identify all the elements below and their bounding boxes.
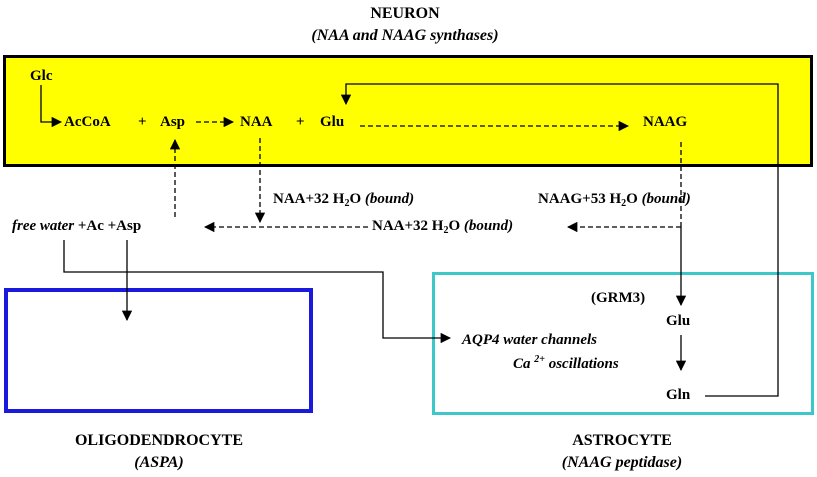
neuron-box <box>3 55 813 167</box>
free-water-label: free water +Ac +Asp <box>12 218 142 234</box>
plus-sign-1: + <box>138 114 147 130</box>
glu-neuron-label: Glu <box>320 114 345 130</box>
glu-astro-label: Glu <box>666 313 691 329</box>
arrow-gln-to-glu <box>340 83 779 397</box>
neuron-title: NEURON <box>370 5 440 22</box>
neuron-subtitle: (NAA and NAAG synthases) <box>311 27 499 44</box>
arrow-water-to-aqp4 <box>63 240 452 344</box>
accoa-label: AcCoA <box>64 114 111 130</box>
oligodendrocyte-subtitle: (ASPA) <box>134 454 184 471</box>
plus-sign-2: + <box>296 114 305 130</box>
naa-bound-label-1: NAA+32 H2O (bound) <box>273 191 415 209</box>
asp-neuron-label: Asp <box>160 114 186 130</box>
astrocyte-title: ASTROCYTE <box>572 432 672 449</box>
naa-label: NAA <box>240 114 273 130</box>
oligodendrocyte-title: OLIGODENDROCYTE <box>74 432 244 449</box>
grm3-label: (GRM3) <box>591 290 646 306</box>
gln-label: Gln <box>666 387 691 403</box>
naag-bound-label: NAAG+53 H2O (bound) <box>538 191 691 209</box>
oligodendrocyte-box <box>4 288 313 413</box>
aqp4-label: AQP4 water channels <box>462 332 598 348</box>
astrocyte-subtitle: (NAAG peptidase) <box>561 454 683 471</box>
ca-oscillations-label: Ca 2+ oscillations <box>513 354 619 372</box>
astrocyte-box <box>432 272 814 415</box>
naa-bound-label-2: NAA+32 H2O (bound) <box>372 218 514 236</box>
arrow-glc-accoa <box>40 85 63 128</box>
glc-label: Glc <box>30 68 53 84</box>
naag-label: NAAG <box>643 114 688 130</box>
